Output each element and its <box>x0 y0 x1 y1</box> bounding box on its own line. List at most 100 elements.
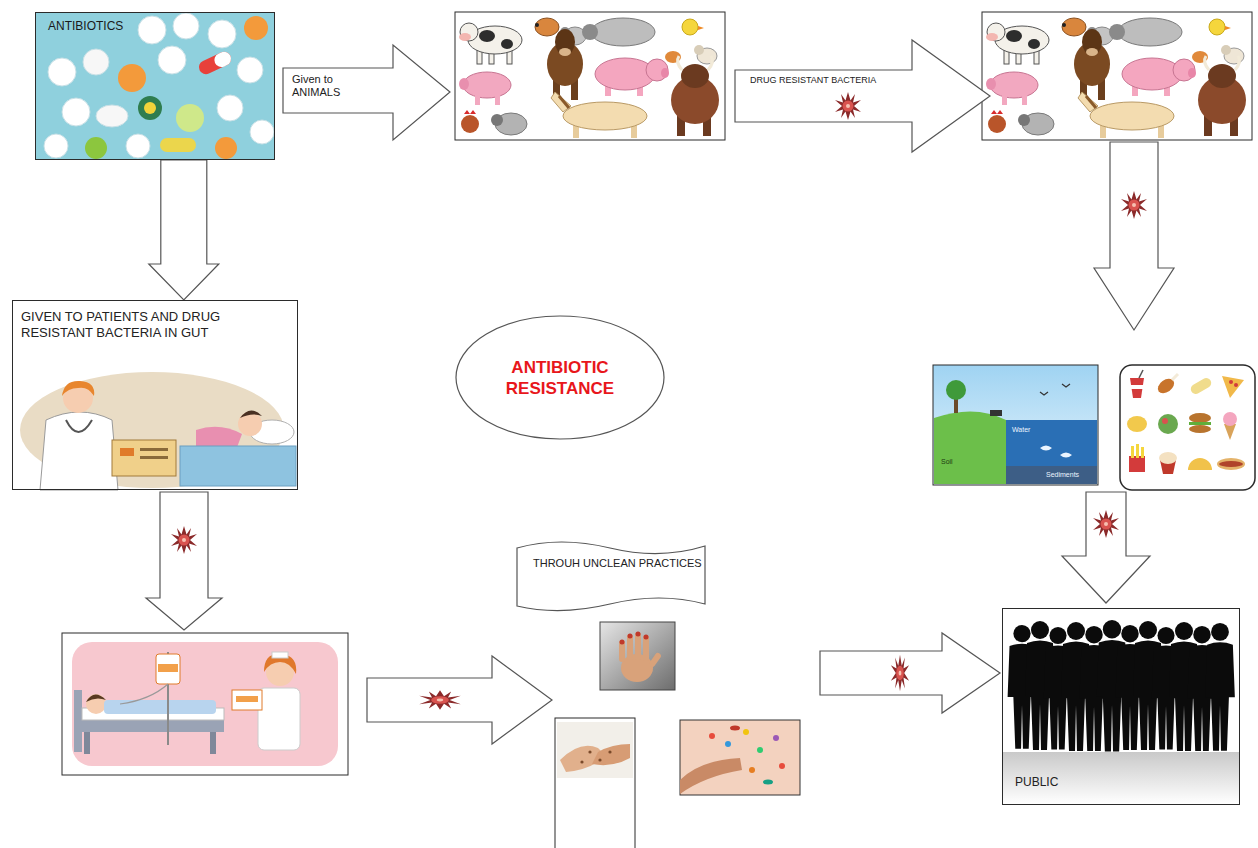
food-picture <box>1120 365 1255 490</box>
art-rect <box>180 446 296 486</box>
art-rect <box>35 12 275 160</box>
art-rect <box>272 652 288 658</box>
art-circle <box>757 747 763 753</box>
art-circle <box>709 733 715 739</box>
art-path <box>1040 384 1070 395</box>
art-polygon <box>1222 376 1244 398</box>
art-rect <box>104 700 216 714</box>
arrow-label: DRUG RESISTANT BACTERIA <box>750 75 908 86</box>
art-rect <box>232 690 262 710</box>
art-rect <box>1131 446 1134 458</box>
art-circle <box>1234 383 1238 387</box>
art-circle <box>237 57 263 83</box>
art-rect <box>120 448 134 456</box>
art-circle <box>598 758 601 761</box>
art-rect <box>990 410 1002 416</box>
art-path <box>934 411 1006 484</box>
label-holder: Soil <box>941 457 981 466</box>
art-path <box>1040 446 1072 458</box>
art-circle <box>44 134 68 158</box>
practice-group: THROUH UNCLEAN PRACTICES <box>515 540 808 848</box>
art-polygon <box>146 492 222 630</box>
art-rect <box>635 632 641 660</box>
art-path <box>1188 458 1212 470</box>
art-use <box>419 690 461 710</box>
art-ellipse <box>1219 461 1243 467</box>
art-rect <box>680 720 800 795</box>
art-rect <box>84 732 90 754</box>
label-holder: DRUG RESISTANT BACTERIA <box>750 75 908 86</box>
art-rect <box>140 456 168 459</box>
art-polygon <box>367 656 552 744</box>
art-ellipse <box>1217 458 1245 470</box>
art-polygon <box>283 45 450 140</box>
art-rect <box>1189 376 1213 396</box>
art-rect <box>74 720 224 732</box>
art-rect <box>236 696 258 702</box>
art-circle <box>588 750 591 753</box>
art-use <box>1121 191 1147 219</box>
art-rect <box>1120 365 1255 490</box>
art-path <box>40 412 118 490</box>
block-arrows <box>146 40 1174 744</box>
art-circle <box>48 58 76 86</box>
art-path <box>592 744 630 765</box>
art-rect <box>643 635 649 661</box>
art-rect <box>648 652 662 669</box>
art-path <box>517 542 705 611</box>
art-path <box>62 381 94 396</box>
art-circle <box>244 16 268 40</box>
art-circle <box>644 635 649 640</box>
label-holder: Given to ANIMALS <box>292 73 364 99</box>
art-rect <box>1189 422 1211 425</box>
art-rect <box>627 634 633 660</box>
image-box: PUBLIC <box>1002 608 1240 805</box>
art-rect <box>1141 447 1144 458</box>
art-circle <box>725 741 731 747</box>
art-line <box>1139 370 1143 378</box>
art-ellipse <box>1189 425 1211 433</box>
art-circle <box>636 632 641 637</box>
art-polygon <box>735 40 990 152</box>
art-line <box>1172 374 1178 380</box>
art-circle <box>208 20 236 48</box>
art-circle <box>126 134 150 158</box>
art-rect <box>1006 466 1097 484</box>
art-rect <box>62 633 348 775</box>
art-circle <box>749 767 755 773</box>
art-rect <box>1131 385 1143 389</box>
art-rect <box>210 732 216 754</box>
node-text: GIVEN TO PATIENTS AND DRUG RESISTANT BAC… <box>21 309 289 341</box>
art-rect <box>1129 456 1145 472</box>
art-path <box>120 684 168 704</box>
art-polygon <box>1224 424 1236 440</box>
germ-symbols <box>171 92 1147 710</box>
art-circle <box>580 760 583 763</box>
art-rect <box>158 664 178 672</box>
art-circle <box>620 640 625 645</box>
public-picture <box>1003 620 1239 804</box>
art-rect <box>555 718 635 848</box>
art-circle <box>118 64 146 92</box>
art-rect <box>619 640 625 662</box>
block-arrow <box>820 633 1000 713</box>
art-circle <box>144 102 156 114</box>
art-rect <box>72 642 338 766</box>
arrow-label: Sediments <box>1046 470 1096 479</box>
art-circle <box>83 49 109 75</box>
art-rect <box>212 49 233 69</box>
art-rect <box>1136 444 1139 458</box>
art-ellipse <box>763 780 773 785</box>
arrow-label: Given to ANIMALS <box>292 73 364 99</box>
art-circle <box>138 96 162 120</box>
art-circle <box>176 104 204 132</box>
art-rect <box>1006 420 1097 484</box>
art-polygon <box>1062 492 1150 603</box>
art-circle <box>173 13 199 39</box>
node-text: THROUH UNCLEAN PRACTICES <box>533 556 702 570</box>
arrow-label: Water <box>1012 425 1052 434</box>
art-circle <box>238 412 262 436</box>
art-circle <box>86 694 106 714</box>
node-text: PUBLIC <box>1015 775 1058 790</box>
node-text: ANTIBIOTICS <box>48 19 123 34</box>
